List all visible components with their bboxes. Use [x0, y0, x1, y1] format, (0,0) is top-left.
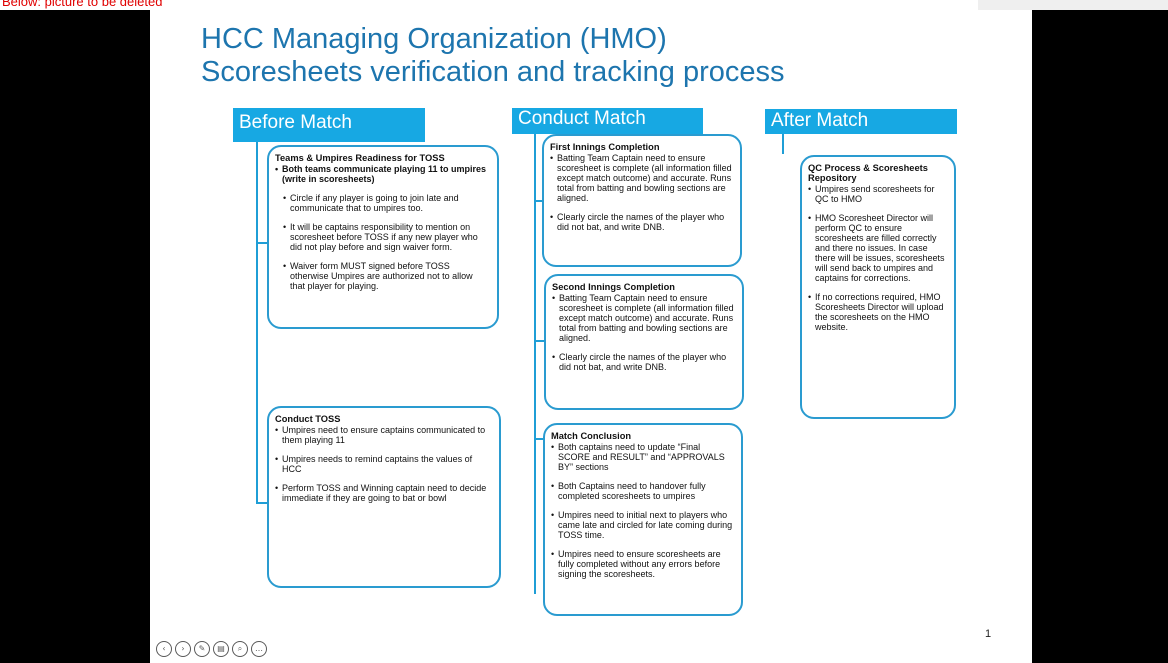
- next-slide-icon[interactable]: ›: [175, 641, 191, 657]
- conclusion-bullet-3: Umpires need to initial next to players …: [551, 510, 733, 540]
- conclusion-bullet-2: Both Captains need to handover fully com…: [551, 481, 733, 501]
- toss-bullet-3: Perform TOSS and Winning captain need to…: [275, 483, 491, 503]
- slide-title: HCC Managing Organization (HMO) Scoreshe…: [201, 23, 941, 89]
- qc-bullet-2: HMO Scoresheet Director will perform QC …: [808, 213, 946, 283]
- teams-bullet-4: Waiver form MUST signed before TOSS othe…: [283, 261, 489, 291]
- box-match-conclusion: Match Conclusion Both captains need to u…: [543, 423, 743, 616]
- teams-bullet-3: It will be captains responsibility to me…: [283, 222, 489, 252]
- slide: HCC Managing Organization (HMO) Scoreshe…: [150, 10, 1032, 663]
- teams-bullet-2: Circle if any player is going to join la…: [283, 193, 489, 213]
- more-options-icon[interactable]: …: [251, 641, 267, 657]
- qc-bullet-1: Umpires send scoresheets for QC to HMO: [808, 184, 946, 204]
- page-number: 1: [985, 628, 992, 640]
- teams-bullet-1: Both teams communicate playing 11 to ump…: [275, 164, 489, 184]
- first-bullet-2: Clearly circle the names of the player w…: [550, 212, 732, 232]
- top-strip: [0, 0, 1168, 10]
- box-second-innings: Second Innings Completion Batting Team C…: [544, 274, 744, 410]
- connector-before-teams: [256, 242, 270, 244]
- slides-overview-icon[interactable]: ▤: [213, 641, 229, 657]
- slide-title-line2: Scoresheets verification and tracking pr…: [201, 56, 785, 88]
- box-second-title: Second Innings Completion: [552, 282, 675, 292]
- connector-conduct-first: [534, 200, 546, 202]
- slide-title-line1: HCC Managing Organization (HMO): [201, 23, 667, 55]
- box-first-title: First Innings Completion: [550, 142, 660, 152]
- box-first-innings: First Innings Completion Batting Team Ca…: [542, 134, 742, 267]
- connector-before: [256, 142, 258, 504]
- top-strip-gray: [978, 0, 1168, 10]
- first-bullet-1: Batting Team Captain need to ensure scor…: [550, 153, 732, 203]
- previous-slide-icon[interactable]: ‹: [156, 641, 172, 657]
- connector-conduct: [534, 134, 536, 594]
- conclusion-bullet-1: Both captains need to update “Final SCOR…: [551, 442, 733, 472]
- connector-conduct-second: [534, 340, 546, 342]
- box-toss-title: Conduct TOSS: [275, 414, 341, 424]
- pen-icon[interactable]: ✎: [194, 641, 210, 657]
- slideshow-controls: ‹ › ✎ ▤ ⌕ …: [156, 641, 267, 661]
- header-after-match: After Match: [765, 109, 957, 134]
- connector-before-toss: [256, 502, 270, 504]
- second-bullet-1: Batting Team Captain need to ensure scor…: [552, 293, 734, 343]
- box-conclusion-title: Match Conclusion: [551, 431, 632, 441]
- zoom-icon[interactable]: ⌕: [232, 641, 248, 657]
- box-teams-title: Teams & Umpires Readiness for TOSS: [275, 153, 445, 163]
- qc-bullet-3: If no corrections required, HMO Scoreshe…: [808, 292, 946, 332]
- conclusion-bullet-4: Umpires need to ensure scoresheets are f…: [551, 549, 733, 579]
- header-conduct-match: Conduct Match: [512, 108, 703, 134]
- box-qc-process: QC Process & Scoresheets Repository Umpi…: [800, 155, 956, 419]
- toss-bullet-2: Umpires needs to remind captains the val…: [275, 454, 491, 474]
- toss-bullet-1: Umpires need to ensure captains communic…: [275, 425, 491, 445]
- note-text: Below: picture to be deleted: [2, 0, 163, 9]
- connector-conduct-conclusion: [534, 438, 546, 440]
- box-teams-readiness: Teams & Umpires Readiness for TOSS Both …: [267, 145, 499, 329]
- second-bullet-2: Clearly circle the names of the player w…: [552, 352, 734, 372]
- connector-after: [782, 134, 784, 154]
- box-conduct-toss: Conduct TOSS Umpires need to ensure capt…: [267, 406, 501, 588]
- header-before-match: Before Match: [233, 108, 425, 142]
- box-qc-title: QC Process & Scoresheets Repository: [808, 163, 928, 183]
